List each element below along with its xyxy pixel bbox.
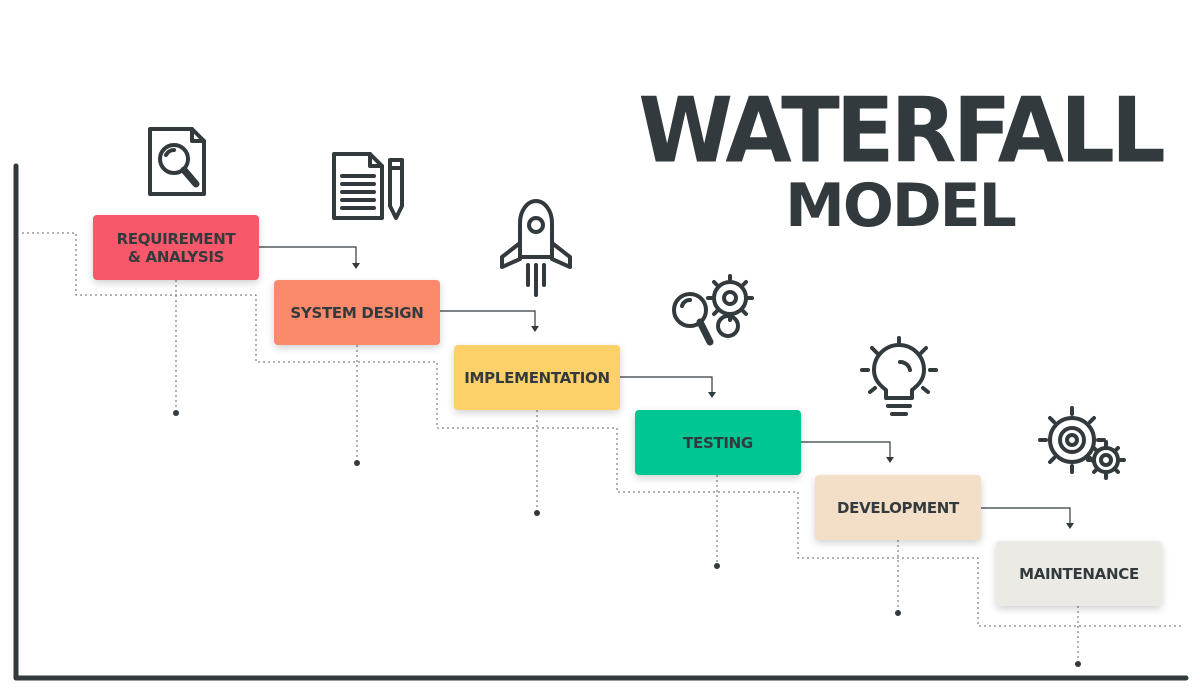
arrowheads (352, 263, 1074, 529)
gears-icon (1038, 406, 1126, 480)
step-implementation: IMPLEMENTATION (454, 345, 620, 410)
step-development: DEVELOPMENT (815, 475, 981, 540)
drop-lines (175, 280, 1079, 664)
magnifier-gears-icon (672, 274, 754, 346)
rocket-icon (500, 199, 572, 297)
document-pencil-icon (332, 152, 404, 220)
document-search-icon (148, 127, 206, 196)
lightbulb-icon (860, 336, 938, 416)
diagram-subtitle: MODEL (785, 171, 1017, 241)
step-requirement-analysis: REQUIREMENT & ANALYSIS (93, 215, 259, 280)
step-maintenance: MAINTENANCE (996, 541, 1162, 606)
drop-dots (173, 410, 1081, 667)
diagram-title: WATERFALL (638, 78, 1166, 184)
step-testing: TESTING (635, 410, 801, 475)
connector-arrows (258, 246, 1071, 524)
step-system-design: SYSTEM DESIGN (274, 280, 440, 345)
staircase-outline (22, 232, 1182, 627)
